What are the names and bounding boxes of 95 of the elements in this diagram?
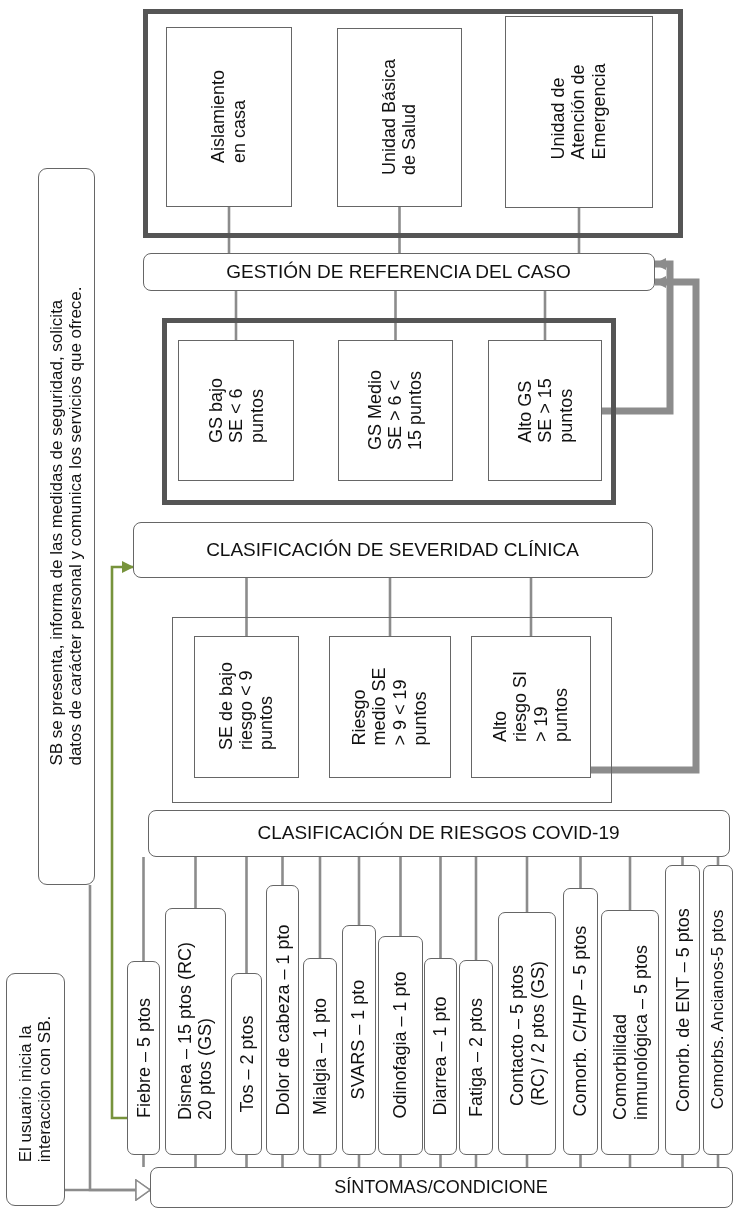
symptom-box — [665, 865, 700, 1155]
box-label: SE de bajo riesgo < 9 puntos — [215, 661, 276, 751]
connector-line — [398, 207, 401, 253]
category-box — [328, 635, 451, 778]
arrow — [602, 258, 674, 415]
box-label: Riesgo medio SE > 9 < 19 puntos — [348, 667, 430, 746]
connector-line — [245, 1155, 248, 1167]
symptom-box — [563, 888, 598, 1155]
box-label: Alto GS SE > 15 puntos — [514, 377, 575, 443]
box-label: Dolor de cabeza – 1 pto — [271, 923, 293, 1116]
box-label: Comorb. de ENT – 5 ptos — [671, 907, 693, 1112]
connector-line — [543, 291, 547, 340]
header-box — [133, 522, 653, 578]
box-label: SVARS – 1 pto — [348, 979, 369, 1100]
symptom-box — [266, 885, 299, 1155]
box-label: Diarrea – 1 pto — [429, 996, 451, 1116]
box-label: Contacto – 5 ptos (RC) / 2 ptos (GS) — [506, 960, 547, 1106]
connector-line — [142, 1155, 145, 1167]
connector-line — [245, 578, 248, 636]
note-box — [38, 168, 95, 885]
category-box — [178, 340, 294, 481]
arrow — [88, 885, 151, 1201]
symptom-box — [231, 973, 262, 1155]
connector-line — [577, 208, 581, 253]
connector-line — [681, 857, 684, 865]
connector-line — [399, 857, 402, 936]
symptom-box — [303, 958, 337, 1155]
connector-line — [525, 857, 529, 912]
connector-line — [142, 857, 145, 961]
symptom-box — [601, 910, 659, 1155]
category-box — [338, 340, 453, 481]
box-label: GESTIÓN DE REFERENCIA DEL CASO — [226, 260, 571, 283]
box-label: Aislamiento en casa — [208, 70, 249, 164]
symptom-box — [703, 865, 733, 1155]
group-frame — [162, 318, 616, 505]
connector-line — [357, 857, 361, 925]
connector-line — [439, 1155, 442, 1167]
box-label: Disnea – 15 ptos (RC) 20 ptos (GS) — [174, 941, 216, 1121]
category-box — [505, 16, 653, 208]
symptom-box — [378, 936, 423, 1155]
category-box — [337, 28, 462, 207]
connector-line — [439, 857, 442, 958]
symptom-box — [165, 908, 226, 1155]
group-frame — [143, 9, 683, 238]
box-label: GS bajo SE < 6 puntos — [205, 377, 266, 443]
connector-line — [227, 207, 231, 253]
connector-line — [318, 857, 322, 958]
symptom-box — [342, 925, 376, 1155]
box-label: CLASIFICACIÓN DE SEVERIDAD CLÍNICA — [206, 538, 579, 561]
connector-line — [394, 291, 397, 340]
connector-line — [681, 1155, 684, 1167]
connector-line — [194, 1155, 197, 1167]
box-label: SB se presenta, informa de las medidas de seguridad, solicita datos de carácter personal y comunica los servicios que ofrece. — [46, 286, 86, 766]
connector-line — [579, 1155, 582, 1167]
box-label: GS Medio SE > 6 < 15 puntos — [364, 370, 426, 451]
connector-line — [579, 857, 582, 888]
category-box — [193, 635, 299, 778]
box-label: Unidad Básica de Salud — [378, 58, 420, 176]
header-box — [148, 810, 730, 857]
box-label: Odinofagia – 1 pto — [389, 971, 411, 1119]
connector-line — [529, 578, 533, 636]
connector-line — [194, 857, 197, 908]
box-label: Mialgia – 1 pto — [309, 997, 330, 1115]
note-box — [6, 973, 65, 1206]
box-label: Comorb. C/H/P – 5 ptos — [569, 925, 591, 1117]
symptom-box — [424, 958, 457, 1155]
connector-line — [234, 291, 238, 340]
category-box — [488, 340, 602, 481]
connector-line — [628, 857, 632, 910]
arrow — [110, 561, 134, 1120]
box-label: Tos – 2 ptos — [235, 1014, 257, 1113]
symptom-box — [498, 912, 556, 1155]
connector-line — [388, 578, 392, 636]
header-box — [150, 1167, 733, 1208]
box-label: El usuario inicia la interacción con SB. — [15, 1015, 55, 1163]
box-label: Alto riesgo SI > 19 puntos — [489, 670, 571, 742]
box-label: Fiebre – 5 ptos — [132, 997, 154, 1118]
box-label: CLASIFICACIÓN DE RIESGOS COVID-19 — [257, 822, 620, 844]
category-box — [166, 27, 292, 207]
arrow — [591, 276, 700, 774]
box-label: Comorbilidad inmunológica – 5 ptos — [609, 944, 650, 1120]
box-label: SÍNTOMAS/CONDICIONE — [334, 1176, 548, 1198]
symptom-box — [459, 960, 493, 1155]
box-label: Unidad de Atención de Emergencia — [548, 63, 609, 160]
header-box — [143, 253, 655, 291]
connector-line — [245, 857, 248, 973]
box-label: Fatiga – 2 ptos — [465, 997, 486, 1117]
connector-line — [281, 1155, 284, 1167]
category-box — [470, 635, 591, 778]
connector-line — [399, 1155, 402, 1167]
connector-line — [474, 857, 478, 960]
symptom-box — [127, 961, 160, 1155]
connector-line — [281, 857, 284, 885]
box-label: Comorbs. Ancianos-5 ptos — [708, 909, 727, 1110]
group-frame — [172, 617, 612, 803]
